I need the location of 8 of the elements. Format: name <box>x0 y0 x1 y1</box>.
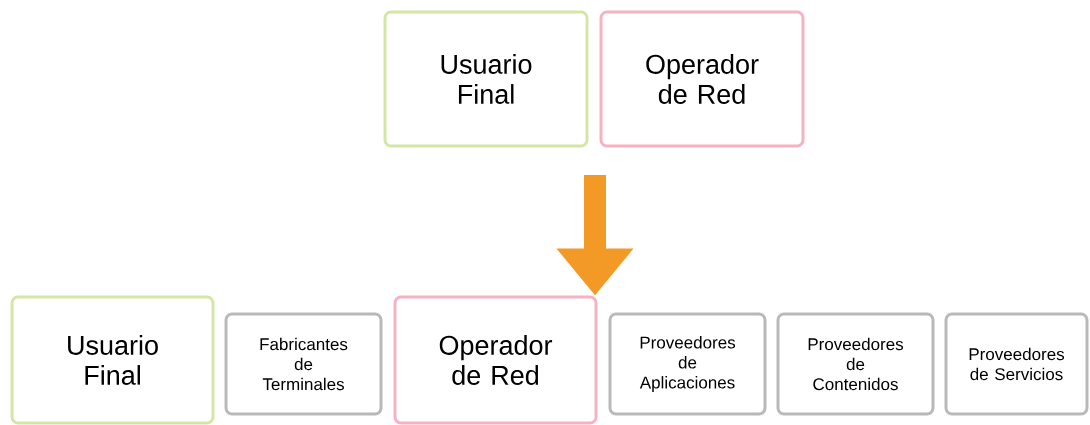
text-box: Operador de Red <box>393 295 598 425</box>
text-box: Proveedores de Servicios <box>944 312 1089 416</box>
text-box: Proveedores de Aplicaciones <box>608 312 767 416</box>
text-box: Operador de Red <box>599 10 805 148</box>
text-box: Usuario Final <box>10 295 215 425</box>
text-box: Fabricantes de Terminales <box>224 312 383 416</box>
text-box: Usuario Final <box>383 10 589 148</box>
text-box: Proveedores de Contenidos <box>776 312 935 416</box>
